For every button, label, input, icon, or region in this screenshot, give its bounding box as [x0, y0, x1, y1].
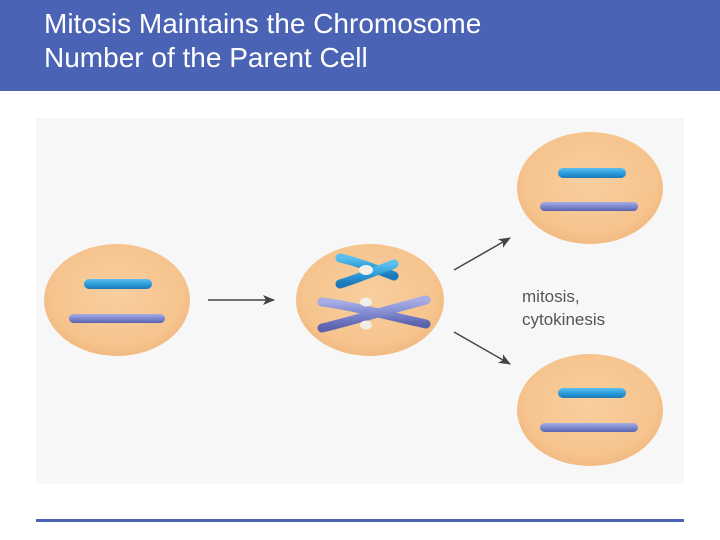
slide-title-line-1: Mitosis Maintains the Chromosome [44, 8, 482, 39]
process-caption: mitosis, cytokinesis [522, 285, 605, 331]
arrow-down-right [453, 331, 511, 365]
daughter-bottom-chromosome-dark [540, 423, 638, 432]
centromere [359, 265, 373, 275]
parent-chromosome-light [84, 279, 152, 289]
daughter-bottom-chromosome-light [558, 388, 626, 398]
diagram-drawing [44, 132, 663, 466]
caption-line-1: mitosis, [522, 287, 580, 306]
centromere [360, 297, 372, 307]
slide-title-line-2: Number of the Parent Cell [44, 42, 368, 73]
title-bar: Mitosis Maintains the Chromosome Number … [0, 0, 720, 91]
replicated-chromosome-light [335, 253, 399, 289]
daughter-cell-top [517, 132, 663, 244]
caption-line-2: cytokinesis [522, 310, 606, 329]
mitosis-diagram [36, 118, 684, 484]
bottom-divider [36, 519, 684, 522]
centromere [360, 320, 372, 330]
dividing-cell [296, 244, 444, 356]
daughter-top-chromosome-dark [540, 202, 638, 211]
daughter-top-chromosome-light [558, 168, 626, 178]
replicated-chromosome-dark [317, 295, 431, 333]
slide-title: Mitosis Maintains the Chromosome Number … [44, 7, 684, 75]
arrow-up-right [453, 237, 511, 271]
parent-cell [44, 244, 190, 356]
daughter-cell-bottom [517, 354, 663, 466]
parent-chromosome-dark [69, 314, 165, 323]
